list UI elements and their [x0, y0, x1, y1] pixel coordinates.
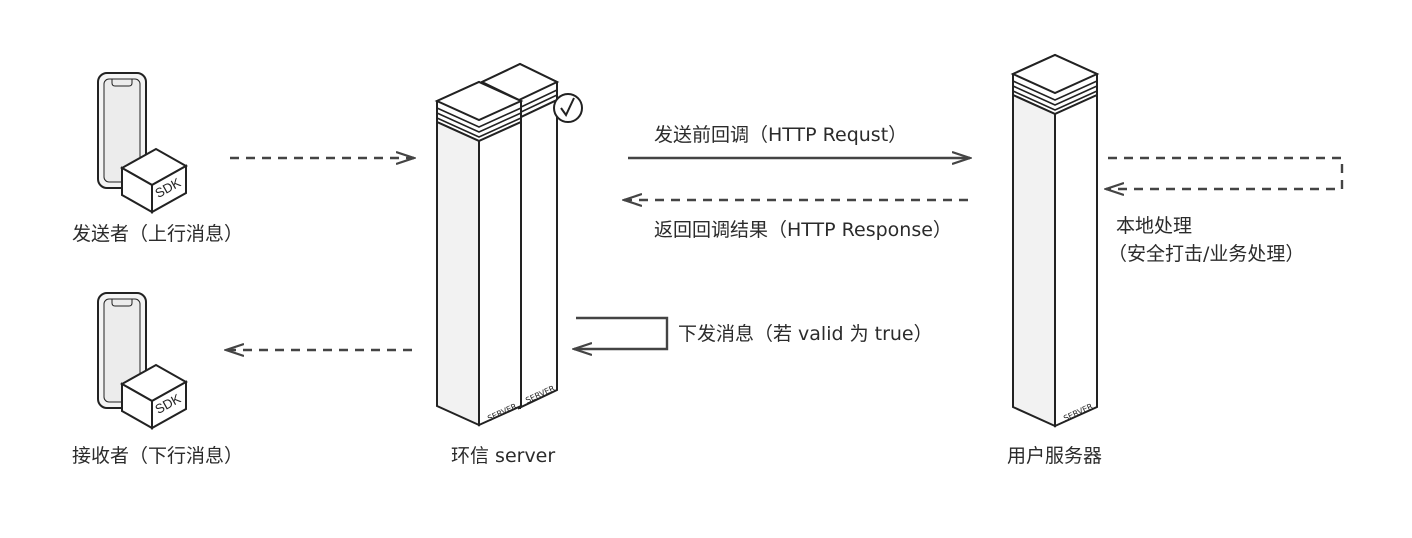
easemob-server-front-tower-icon: SERVER: [434, 80, 524, 427]
pre-callback-label: 发送前回调（HTTP Requst）: [654, 124, 908, 146]
receiver-label: 接收者（下行消息）: [72, 445, 244, 467]
user-server-label: 用户服务器: [1007, 445, 1103, 467]
easemob-server-label: 环信 server: [451, 445, 556, 467]
checkmark-icon: [553, 93, 583, 123]
local-process-label-line1: 本地处理: [1116, 215, 1193, 237]
local-process-label-line2: （安全打击/业务处理）: [1108, 243, 1305, 265]
sender-label: 发送者（上行消息）: [72, 223, 244, 245]
callback-result-label: 返回回调结果（HTTP Response）: [654, 219, 952, 241]
receiver-sdk-box-icon: SDK: [119, 363, 189, 430]
user-server-tower-icon: SERVER: [1010, 53, 1100, 428]
sender-phone-icon: SDK: [97, 72, 189, 214]
sender-sdk-box-icon: SDK: [119, 147, 189, 214]
deliver-label: 下发消息（若 valid 为 true）: [678, 323, 933, 345]
deliver-loop-arrow: [574, 316, 669, 349]
receiver-phone-icon: SDK: [97, 292, 189, 430]
local-process-loop-arrow: [1106, 156, 1344, 189]
